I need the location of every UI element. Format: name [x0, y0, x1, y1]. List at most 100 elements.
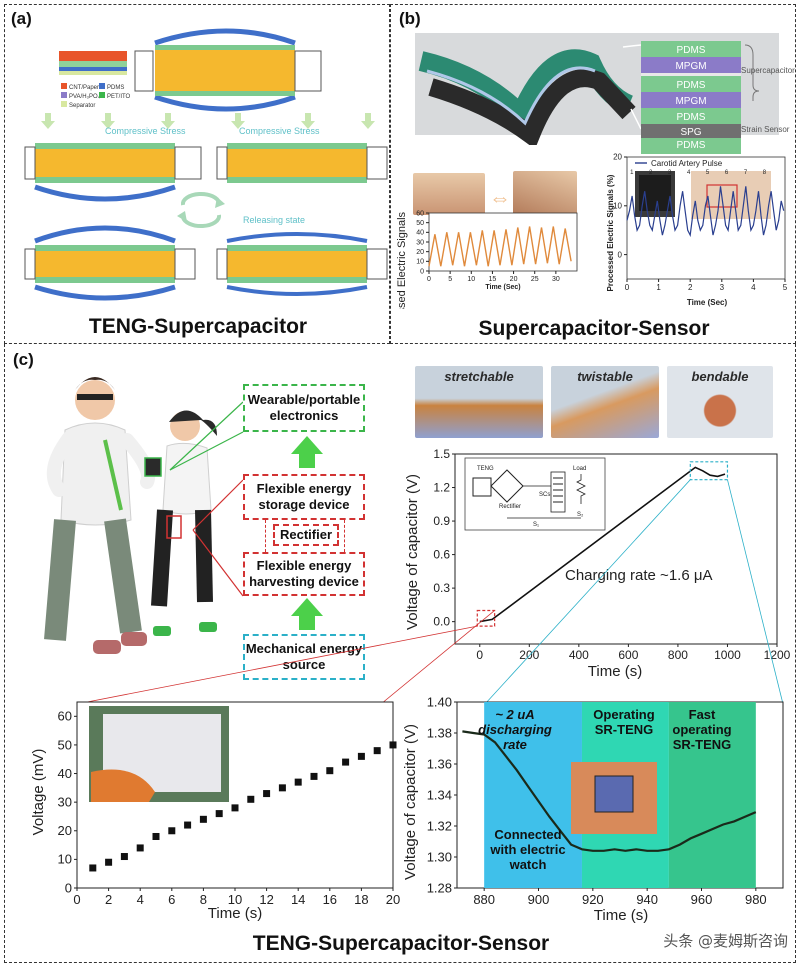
x-tick-label: 800 [668, 648, 688, 662]
data-point [389, 741, 397, 749]
x-tick-label: 2 [688, 283, 693, 292]
x-tick-label: 3 [720, 283, 725, 292]
brace-label-strain: Strain Sensor [741, 125, 790, 134]
carotid-pulse-chart: Processed Electric Signals (%) Carotid A… [606, 153, 788, 307]
photo-twistable: twistable [551, 366, 659, 438]
y-tick-label: 1.38 [427, 725, 452, 740]
x-tick-label: 15 [489, 276, 497, 283]
y-axis-label: Voltage (mV) [30, 749, 47, 836]
box-wearable: Wearable/portable electronics [243, 384, 365, 432]
panel-a-label: (a) [11, 9, 32, 28]
data-point [247, 795, 255, 803]
data-point [310, 772, 318, 780]
data-point [357, 752, 365, 760]
y-tick-label: 30 [58, 794, 72, 809]
y-tick-label: 20 [58, 823, 72, 838]
region-discharge-label: ~ 2 uA discharging rate [478, 707, 552, 752]
data-point [136, 844, 144, 852]
y-tick-label: 20 [416, 249, 424, 256]
box-source: Mechanical energy source [243, 634, 365, 680]
x-tick-label: 400 [569, 648, 589, 662]
layer-label: SPG [680, 127, 701, 138]
x-axis-label: Time (Sec) [687, 298, 728, 307]
peak-label: 2 [649, 170, 653, 176]
data-point [342, 758, 350, 766]
x-tick-label: 900 [528, 892, 550, 907]
arrow-up-icon [291, 436, 323, 454]
device-bottom-left [24, 225, 196, 301]
pulse-line [626, 186, 785, 238]
panel-b-title: Supercapacitor-Sensor [478, 317, 710, 340]
y-axis-label: Voltage of capacitor (V) [402, 724, 419, 880]
photo-stretchable: stretchable [415, 366, 543, 438]
device-top [59, 28, 322, 112]
zoom-box-end [689, 461, 729, 481]
signal-line [428, 226, 572, 267]
x-tick-label: 0 [625, 283, 630, 292]
x-tick-label: 14 [291, 892, 305, 907]
region-fast [668, 702, 756, 888]
charging-rate-text: Charging rate ~1.6 μA [565, 567, 712, 584]
x-tick-label: 1 [656, 283, 661, 292]
panel-a: (a) CNT/Paper PDMS PVA/H₃PO₄ PET/ITO Sep… [4, 4, 390, 344]
flow-connectors [169, 401, 244, 597]
y-tick-label: 40 [58, 766, 72, 781]
x-tick-label: 960 [691, 892, 713, 907]
finger-signal-chart: Processed Electric Signals (%) 010203040… [396, 209, 578, 309]
x-tick-label: 10 [228, 892, 242, 907]
y-tick-label: 10 [613, 201, 622, 210]
peak-label: 3 [668, 170, 672, 176]
x-axis-label: Time (Sec) [485, 284, 520, 291]
peak-label: 5 [706, 170, 710, 176]
circuit-label: SCs [539, 492, 550, 498]
device-bottom-right [216, 232, 388, 296]
photo-label: twistable [577, 369, 633, 384]
stage-label: Compressive Stress [105, 126, 186, 136]
teng-device-diagram: CNT/Paper PDMS PVA/H₃PO₄ PET/ITO Separat… [24, 28, 388, 301]
data-point [199, 815, 207, 823]
data-point [89, 864, 97, 872]
watermark: 头条 @麦姆斯咨询 [663, 932, 788, 950]
data-point [120, 853, 128, 861]
legend-item: PET/ITO [107, 94, 131, 100]
layer-label: MPGM [675, 96, 706, 107]
charging-line [479, 466, 726, 623]
panel-b: (b) PDMS MPGM PDMS MPGM PDMS SPG Superca… [390, 4, 796, 344]
region-operating-label: Operating SR-TENG [593, 707, 655, 737]
panel-c-title: TENG-Supercapacitor-Sensor [252, 932, 550, 955]
circuit-label: TENG [477, 466, 494, 472]
x-tick-label: 18 [354, 892, 368, 907]
x-tick-label: 0 [73, 892, 80, 907]
region-fast-label: Fast operating SR-TENG [672, 707, 732, 752]
double-arrow-icon: ⇔ [489, 185, 511, 210]
x-tick-label: 980 [745, 892, 767, 907]
zoom-connectors [76, 479, 784, 705]
y-tick-label: 50 [416, 220, 424, 227]
circuit-label: S₂ [577, 512, 584, 518]
x-tick-label: 600 [618, 648, 638, 662]
x-tick-label: 25 [531, 276, 539, 283]
discharge-chart: Voltage of capacitor (V) 1.281.301.321.3… [402, 694, 784, 924]
data-point [373, 747, 381, 755]
legend-item: PDMS [107, 85, 124, 91]
y-tick-label: 1.5 [433, 447, 450, 461]
x-axis-label: Time (s) [208, 905, 262, 922]
x-tick-label: 940 [636, 892, 658, 907]
box-rectifier: Rectifier [273, 524, 339, 546]
y-tick-label: 1.2 [433, 481, 450, 495]
x-tick-label: 12 [259, 892, 273, 907]
photo-label: stretchable [444, 369, 514, 384]
x-tick-label: 4 [137, 892, 144, 907]
finger-photo-straight [413, 173, 485, 215]
y-tick-label: 1.36 [427, 756, 452, 771]
layer-label: PDMS [677, 45, 706, 56]
data-point [215, 810, 223, 818]
circuit-label: S₁ [533, 522, 539, 528]
peak-label: 8 [763, 170, 767, 176]
strain-sensor-diagram: PDMS MPGM PDMS MPGM PDMS SPG Supercapaci… [415, 33, 795, 145]
x-tick-label: 6 [168, 892, 175, 907]
data-point [168, 827, 176, 835]
y-tick-label: 60 [416, 210, 424, 217]
layer-label: PDMS [677, 112, 706, 123]
